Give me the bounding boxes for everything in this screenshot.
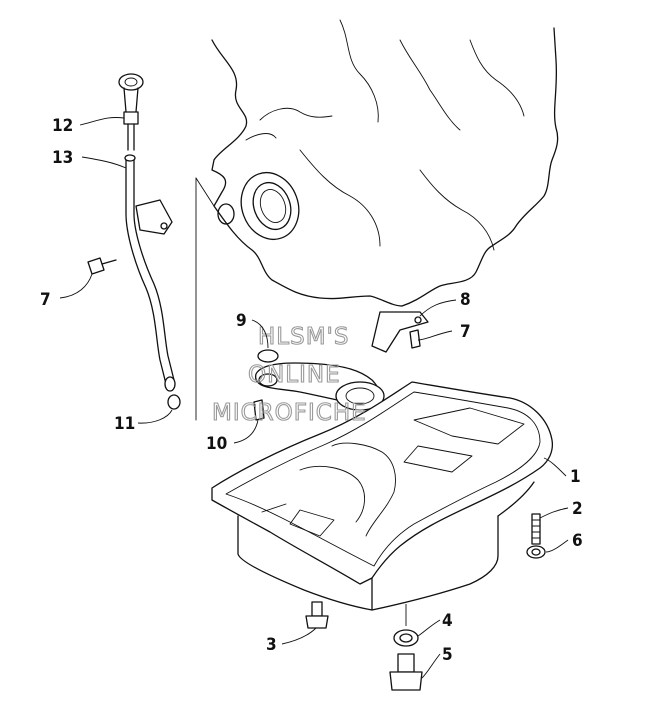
callout-8: 8: [460, 290, 471, 310]
nut-6: [526, 545, 546, 559]
stud-bolt: [531, 513, 541, 545]
watermark-line-3: MICROFICHE: [212, 400, 367, 426]
leader-lines: [59, 117, 569, 679]
dipstick-assembly: [118, 73, 181, 410]
oil-pan: [211, 381, 554, 611]
watermark: HLSM'S ONLINE MICROFICHE: [211, 323, 367, 426]
bolt-dipstick-bracket: [87, 257, 117, 275]
callout-4: 4: [442, 611, 453, 631]
washer-4: [393, 629, 419, 647]
callout-13: 13: [52, 148, 73, 168]
watermark-line-2: ONLINE: [248, 362, 341, 388]
callout-1: 1: [570, 467, 581, 487]
callout-10: 10: [206, 434, 227, 454]
callout-7-left: 7: [40, 290, 51, 310]
callout-5: 5: [442, 645, 453, 665]
engine-block: [195, 19, 559, 421]
callout-7-right: 7: [460, 322, 471, 342]
callout-12: 12: [52, 116, 73, 136]
bolt-3: [305, 601, 329, 629]
callout-2: 2: [572, 499, 583, 519]
oil-strainer: [253, 311, 429, 421]
watermark-line-1: HLSM'S: [258, 324, 349, 350]
drain-plug-5: [389, 653, 423, 691]
callout-6: 6: [572, 531, 583, 551]
callout-11: 11: [114, 414, 135, 434]
callout-9: 9: [236, 311, 247, 331]
callout-labels: 12 13 7 11 9 8 7 10 1 2 6 3 4 5: [40, 116, 583, 665]
callout-3: 3: [266, 635, 277, 655]
